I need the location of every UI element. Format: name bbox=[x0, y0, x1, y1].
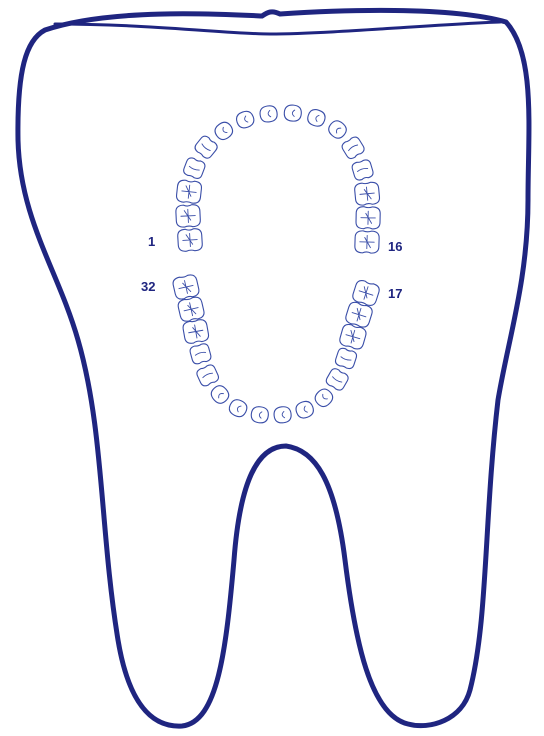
upper-tooth-7 bbox=[235, 109, 256, 130]
lower-tooth-1 bbox=[172, 274, 200, 301]
upper-tooth-2 bbox=[176, 204, 201, 227]
upper-tooth-6 bbox=[212, 119, 235, 142]
lower-tooth-2 bbox=[177, 296, 205, 323]
crown-ridge bbox=[55, 22, 500, 34]
lower-dental-arch bbox=[172, 274, 381, 424]
upper-tooth-12 bbox=[340, 135, 366, 160]
upper-tooth-5 bbox=[193, 134, 219, 160]
lower-tooth-3 bbox=[182, 319, 209, 345]
lower-tooth-7 bbox=[227, 397, 249, 419]
upper-tooth-13 bbox=[351, 159, 374, 182]
upper-tooth-11 bbox=[326, 118, 349, 141]
label-tooth-1: 1 bbox=[148, 234, 155, 249]
label-tooth-16: 16 bbox=[388, 239, 402, 254]
lower-tooth-10 bbox=[294, 399, 315, 420]
lower-tooth-12 bbox=[324, 367, 349, 392]
lower-tooth-5 bbox=[195, 363, 220, 387]
lower-tooth-6 bbox=[208, 383, 231, 406]
lower-tooth-4 bbox=[189, 343, 212, 365]
label-tooth-17: 17 bbox=[388, 286, 402, 301]
upper-tooth-10 bbox=[306, 108, 327, 129]
upper-tooth-1 bbox=[177, 228, 202, 251]
upper-tooth-16 bbox=[355, 231, 380, 254]
upper-tooth-8 bbox=[259, 105, 278, 123]
upper-tooth-3 bbox=[176, 179, 202, 204]
upper-tooth-14 bbox=[354, 182, 380, 206]
lower-tooth-8 bbox=[250, 406, 269, 424]
upper-tooth-9 bbox=[284, 104, 302, 121]
label-tooth-32: 32 bbox=[141, 279, 155, 294]
upper-dental-arch bbox=[176, 104, 381, 253]
lower-tooth-11 bbox=[312, 386, 335, 409]
upper-tooth-4 bbox=[182, 156, 206, 180]
lower-tooth-9 bbox=[273, 406, 292, 424]
upper-tooth-15 bbox=[356, 207, 380, 229]
lower-tooth-13 bbox=[334, 347, 358, 370]
